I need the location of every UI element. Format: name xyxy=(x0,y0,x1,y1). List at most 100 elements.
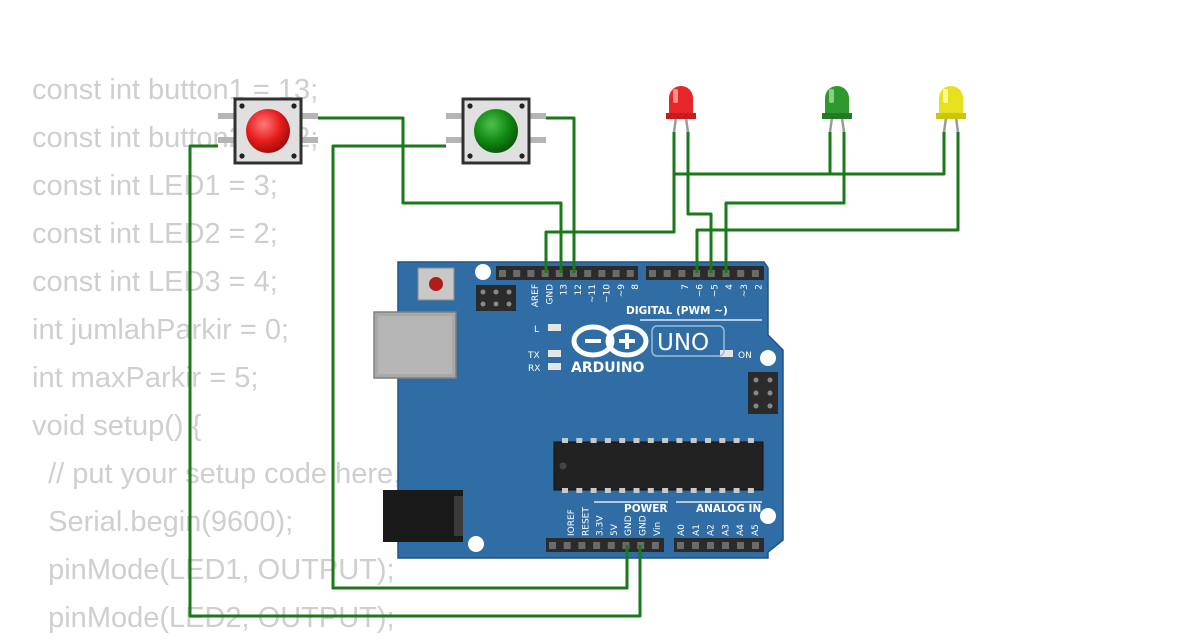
button-red-cap[interactable] xyxy=(246,109,290,153)
header-pin[interactable] xyxy=(570,270,577,277)
chip-pin xyxy=(647,438,654,443)
wire-led-green-pin2 xyxy=(724,132,846,273)
header-pin[interactable] xyxy=(584,270,592,277)
header-pin[interactable] xyxy=(651,542,659,549)
push-button-green[interactable] xyxy=(446,97,546,165)
code-line: const int LED2 = 2; xyxy=(32,218,278,250)
header-pin[interactable] xyxy=(513,270,521,277)
header-pin[interactable] xyxy=(737,270,745,277)
chip-pin xyxy=(676,438,683,443)
header-pin[interactable] xyxy=(722,270,730,277)
usb-port-face xyxy=(378,316,452,374)
led-green xyxy=(822,86,852,133)
header-pin[interactable] xyxy=(707,270,715,277)
header-pin[interactable] xyxy=(692,542,699,549)
arduino-brand: ARDUINO xyxy=(571,360,645,376)
mount-hole xyxy=(760,508,776,524)
code-line: const int LED3 = 4; xyxy=(32,266,278,298)
header-pin[interactable] xyxy=(612,270,620,277)
led-tx xyxy=(548,350,561,357)
wire-button2-gnd xyxy=(331,144,629,590)
header-pin[interactable] xyxy=(593,542,601,549)
power-label: POWER xyxy=(624,503,667,515)
wire-led-yellow-pin4 xyxy=(695,132,960,273)
pin-label: IOREF xyxy=(567,509,577,536)
pin-label: 4 xyxy=(725,284,735,290)
led-red xyxy=(666,86,696,133)
pin-label: Vin xyxy=(653,522,663,536)
header-pin[interactable] xyxy=(549,542,556,549)
chip-pin xyxy=(576,488,583,493)
header-pin[interactable] xyxy=(527,270,535,277)
header-pin[interactable] xyxy=(722,542,729,549)
mount-hole xyxy=(760,350,776,366)
pin-label: ~5 xyxy=(710,284,720,297)
header-top-right xyxy=(646,266,764,280)
icsp-header-1 xyxy=(476,285,516,311)
header-pin[interactable] xyxy=(626,270,634,277)
header-pin[interactable] xyxy=(578,542,586,549)
header-top-left xyxy=(496,266,638,280)
uno-model: UNO xyxy=(657,330,709,356)
uno-frame xyxy=(651,325,725,357)
wire-led-red-pin3 xyxy=(686,132,713,273)
header-pin[interactable] xyxy=(607,542,615,549)
chip-pin xyxy=(619,488,626,493)
header-pin[interactable] xyxy=(752,542,759,549)
header-pin[interactable] xyxy=(707,542,714,549)
arduino-infinity-icon xyxy=(571,324,649,358)
pin-label: GND xyxy=(639,515,649,536)
header-pin[interactable] xyxy=(555,270,563,277)
digital-label: DIGITAL (PWM ~) xyxy=(626,305,728,317)
header-pin[interactable] xyxy=(678,270,686,277)
pin-label: 3.3V xyxy=(596,515,606,536)
reset-button-cap[interactable] xyxy=(429,277,443,291)
header-pin[interactable] xyxy=(563,542,571,549)
led-rx-label: RX xyxy=(528,364,540,374)
pin-label: A5 xyxy=(751,524,761,536)
chip-pin xyxy=(562,438,568,443)
power-jack xyxy=(383,490,463,542)
code-line: Serial.begin(9600); xyxy=(32,506,294,538)
chip-pin xyxy=(576,438,583,443)
header-pin[interactable] xyxy=(751,270,759,277)
chip-pin xyxy=(719,438,726,443)
header-pin[interactable] xyxy=(677,542,684,549)
wires xyxy=(188,116,960,618)
chip-pin xyxy=(705,488,711,493)
chip-pin xyxy=(590,488,597,493)
led-tx-label: TX xyxy=(527,351,540,361)
pin-label: ~9 xyxy=(617,284,627,298)
led-on xyxy=(720,350,733,357)
pin-label: ~11 xyxy=(588,284,598,303)
code-line: void setup() { xyxy=(32,410,202,442)
pin-label: TX 1 xyxy=(769,284,779,305)
chip-pin xyxy=(633,488,640,493)
header-pin[interactable] xyxy=(541,270,549,277)
header-pin[interactable] xyxy=(649,270,656,277)
header-pin[interactable] xyxy=(663,270,671,277)
header-pin[interactable] xyxy=(499,270,506,277)
chip-pin xyxy=(690,488,697,493)
wire-button1-gnd xyxy=(188,144,642,618)
code-line: pinMode(LED1, OUTPUT); xyxy=(32,554,395,586)
chip-pin xyxy=(690,438,697,443)
pin-label: GND xyxy=(545,284,555,305)
wire-led-yellow-common xyxy=(830,132,946,176)
wire-led-green-common xyxy=(674,132,832,176)
pin-label: 7 xyxy=(681,284,691,290)
push-button-red[interactable] xyxy=(218,97,318,165)
chip-pin xyxy=(733,488,740,493)
button-green-cap[interactable] xyxy=(474,109,518,153)
header-pin[interactable] xyxy=(598,270,606,277)
chip-pin xyxy=(705,438,711,443)
header-pin[interactable] xyxy=(737,542,744,549)
header-pin[interactable] xyxy=(693,270,701,277)
chip-pin xyxy=(662,488,669,493)
chip-pin xyxy=(633,438,640,443)
code-line: int jumlahParkir = 0; xyxy=(32,314,290,346)
